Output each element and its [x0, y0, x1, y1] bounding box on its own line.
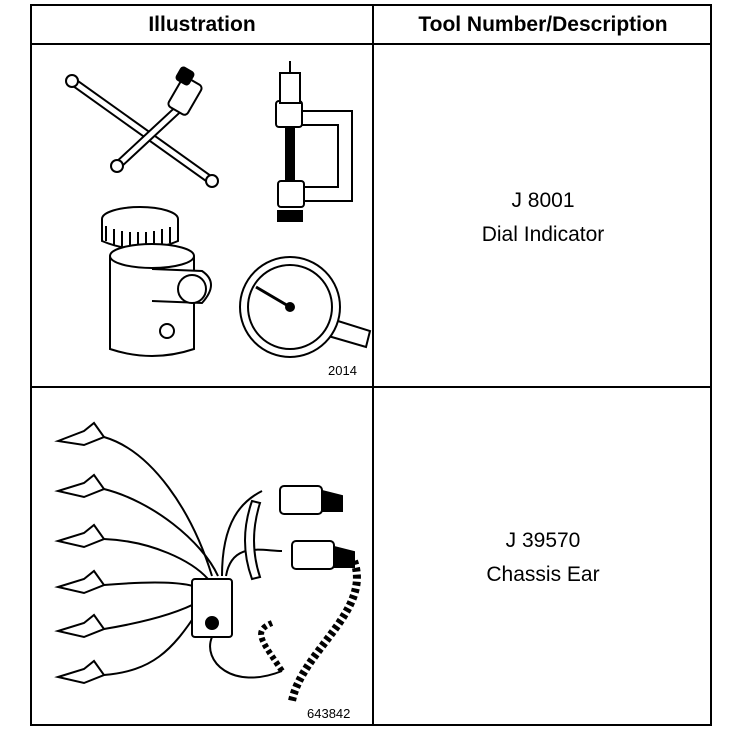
figure-id: 643842: [307, 706, 351, 721]
header-tool-description: Tool Number/Description: [418, 13, 668, 36]
row-divider: [32, 386, 710, 388]
tool-description: Dial Indicator: [481, 223, 605, 246]
tool-entry-2: J 39570 Chassis Ear: [374, 524, 712, 592]
dial-indicator-illustration: [65, 61, 372, 358]
tool-table: Illustration Tool Number/Description: [30, 4, 712, 726]
column-divider: [372, 6, 374, 724]
tool-description: Chassis Ear: [486, 563, 600, 586]
header-divider: [32, 43, 710, 45]
tool-number: J 8001: [511, 189, 575, 212]
header-illustration: Illustration: [148, 13, 256, 36]
figure-id: 2014: [328, 363, 357, 378]
chassis-ear-illustration: [54, 421, 361, 702]
tool-number: J 39570: [505, 529, 581, 552]
tool-entry-1: J 8001 Dial Indicator: [374, 184, 712, 252]
